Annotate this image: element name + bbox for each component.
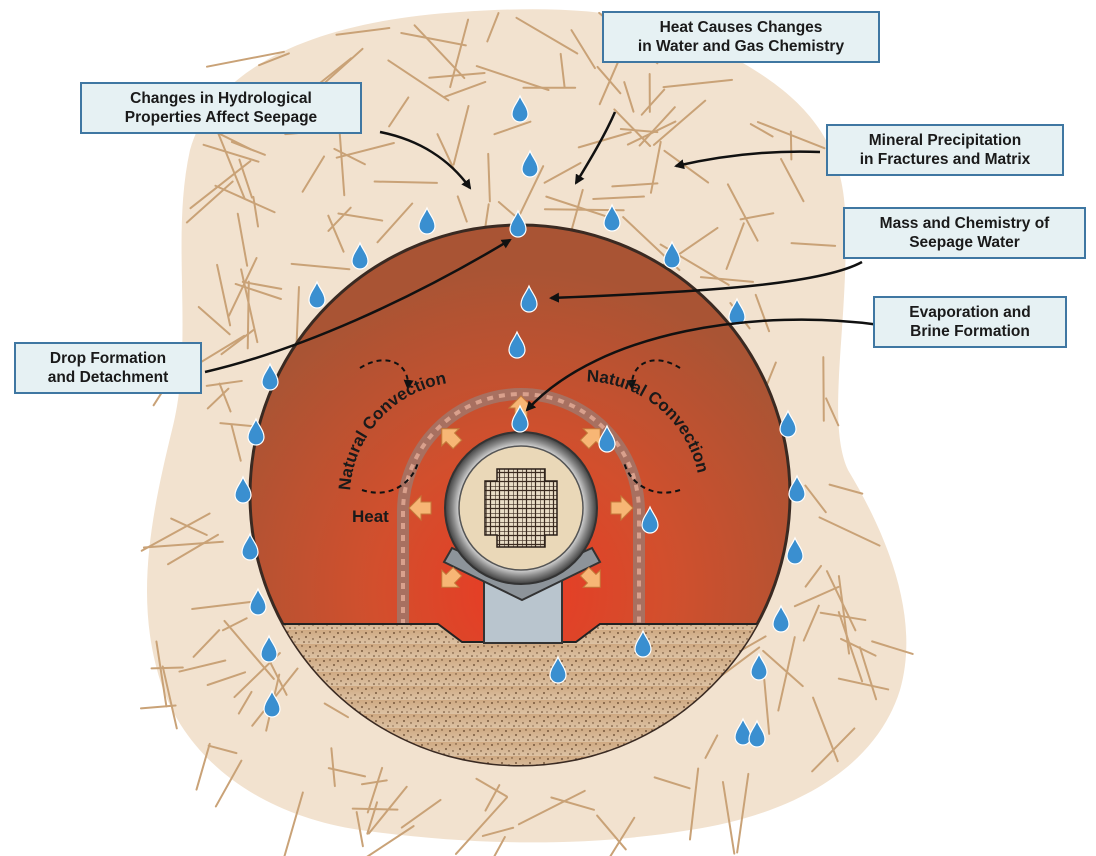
- callout-evap-line2: Brine Formation: [883, 322, 1057, 341]
- callout-mass-line2: Seepage Water: [853, 233, 1076, 252]
- callout-heat-chem-line1: Heat Causes Changes: [612, 18, 870, 37]
- heat-label: Heat: [352, 507, 389, 526]
- callout-evaporation-brine: Evaporation and Brine Formation: [873, 296, 1067, 348]
- fuel-assemblies: [485, 469, 557, 547]
- callout-hydro-line2: Properties Affect Seepage: [90, 108, 352, 127]
- callout-mass-line1: Mass and Chemistry of: [853, 214, 1076, 233]
- callout-hydro-line1: Changes in Hydrological: [90, 89, 352, 108]
- fracture-line: [248, 282, 249, 349]
- callout-evap-line1: Evaporation and: [883, 303, 1057, 322]
- callout-drop-line1: Drop Formation: [24, 349, 192, 368]
- callout-heat-chem-line2: in Water and Gas Chemistry: [612, 37, 870, 56]
- fracture-line: [152, 667, 183, 668]
- callout-heat-chemistry: Heat Causes Changes in Water and Gas Che…: [602, 11, 880, 63]
- callout-mineral-precipitation: Mineral Precipitation in Fractures and M…: [826, 124, 1064, 176]
- callout-mineral-line2: in Fractures and Matrix: [836, 150, 1054, 169]
- fracture-line: [141, 706, 176, 709]
- callout-mass-chemistry: Mass and Chemistry of Seepage Water: [843, 207, 1086, 259]
- callout-hydrological-properties: Changes in Hydrological Properties Affec…: [80, 82, 362, 134]
- fracture-line: [375, 182, 437, 183]
- callout-drop-line2: and Detachment: [24, 368, 192, 387]
- callout-mineral-line1: Mineral Precipitation: [836, 131, 1054, 150]
- callout-drop-formation: Drop Formation and Detachment: [14, 342, 202, 394]
